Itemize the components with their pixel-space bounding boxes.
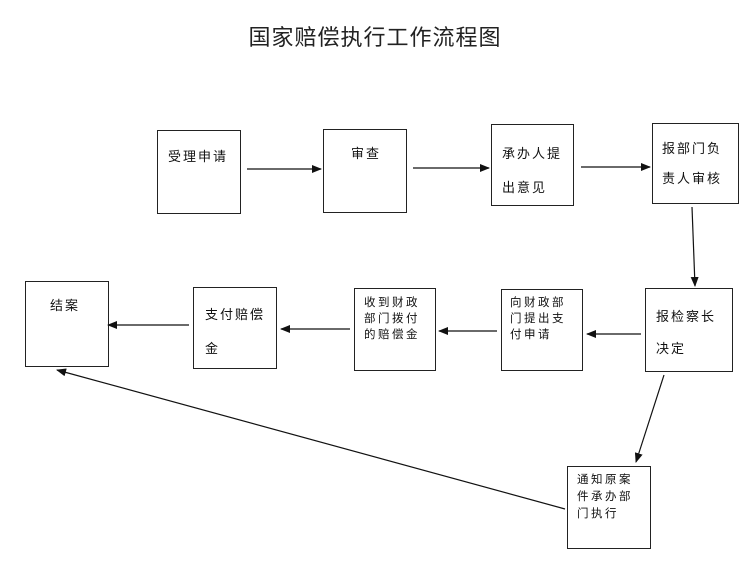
node-funds-received: 收到财政 部门拨付 的赔偿金 bbox=[354, 288, 436, 371]
node-text-line: 审查 bbox=[351, 147, 382, 162]
node-text-line: 受理申请 bbox=[168, 150, 229, 165]
node-text-line: 的赔偿金 bbox=[364, 327, 420, 341]
node-text-line: 金 bbox=[205, 342, 221, 357]
arrow-dept-head-to-chief bbox=[690, 206, 699, 287]
node-text-line: 报部门负 bbox=[662, 142, 723, 157]
node-text-line: 支付赔偿 bbox=[205, 308, 266, 323]
node-text-line: 承办人提 bbox=[502, 147, 563, 162]
node-text-line: 结案 bbox=[50, 299, 81, 314]
node-notify-original-dept: 通知原案 件承办部 门执行 bbox=[567, 466, 651, 549]
node-text-line: 责人审核 bbox=[662, 172, 723, 187]
node-text-line: 部门拨付 bbox=[364, 311, 420, 325]
node-text-line: 决定 bbox=[656, 342, 687, 357]
arrow-chief-to-notify bbox=[634, 374, 665, 463]
node-text-line: 报检察长 bbox=[656, 310, 717, 325]
diagram-title: 国家赔偿执行工作流程图 bbox=[248, 26, 502, 51]
node-accept-application: 受理申请 bbox=[157, 130, 241, 214]
node-case-closed: 结案 bbox=[25, 281, 109, 367]
node-chief-prosecutor-decision: 报检察长 决定 bbox=[645, 288, 733, 372]
node-text-line: 通知原案 bbox=[577, 472, 633, 486]
node-text-line: 收到财政 bbox=[364, 295, 420, 309]
arrow-notify-to-closed bbox=[56, 368, 566, 510]
node-text-line: 付申请 bbox=[510, 327, 552, 341]
node-text-line: 门提出支 bbox=[510, 311, 566, 325]
node-text-line: 件承办部 bbox=[577, 489, 633, 503]
node-handler-opinion: 承办人提 出意见 bbox=[491, 124, 574, 206]
node-review: 审查 bbox=[323, 129, 407, 213]
node-pay-compensation: 支付赔偿 金 bbox=[193, 287, 277, 369]
node-text-line: 出意见 bbox=[502, 181, 548, 196]
node-dept-head-review: 报部门负 责人审核 bbox=[652, 123, 739, 204]
node-text-line: 门执行 bbox=[577, 506, 619, 520]
node-text-line: 向财政部 bbox=[510, 295, 566, 309]
node-payment-request: 向财政部 门提出支 付申请 bbox=[501, 289, 583, 371]
